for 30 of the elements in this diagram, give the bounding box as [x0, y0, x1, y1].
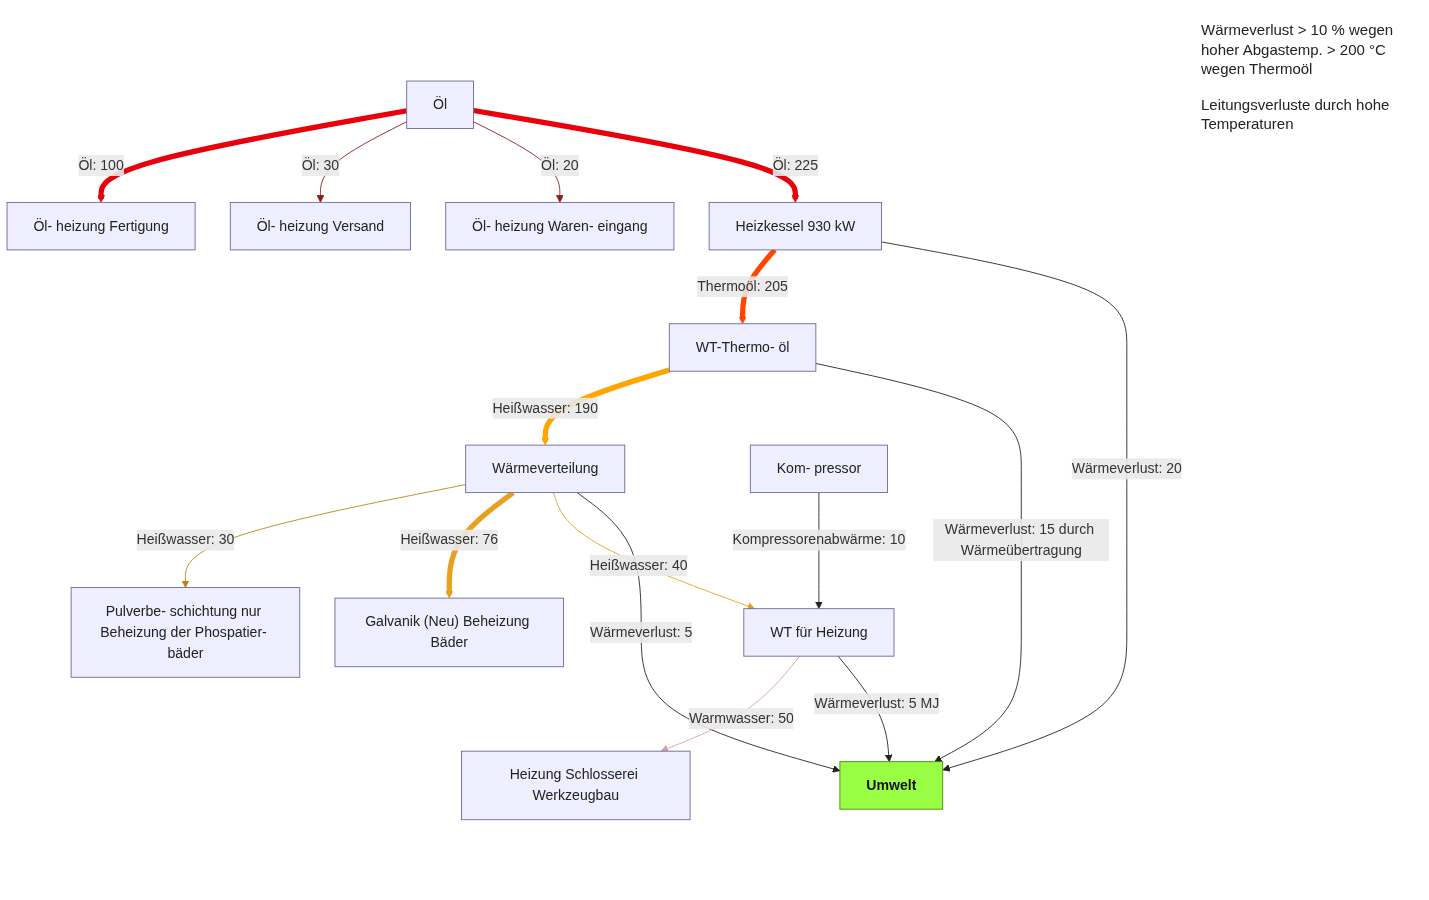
node-box: WT-Thermo- öl	[668, 322, 817, 372]
edge-label: Öl: 225	[772, 157, 819, 173]
edge-label: Wärmeverlust: 5	[589, 624, 693, 640]
node-box: Öl- heizung Versand	[229, 201, 411, 250]
edge-label: Heißwasser: 30	[136, 531, 235, 547]
node-box: Umwelt	[839, 760, 944, 810]
edge-label: Wärmeverlust: 5 MJ	[814, 695, 940, 711]
node-box: Öl- heizung Waren- eingang	[445, 201, 675, 250]
edge-label: Öl: 100	[78, 157, 124, 173]
edge-label: Wärmeverlust: 20	[1071, 460, 1182, 476]
edge-label: Heißwasser: 190	[492, 399, 599, 415]
edge-label: Warmwasser: 50	[688, 710, 794, 726]
node-box: Pulverbe- schichtung nur Beheizung der Phospatier- bäder	[70, 586, 301, 678]
edge-label: Heißwasser: 40	[589, 557, 688, 573]
node-box: Wärmeverteilung	[465, 444, 626, 493]
node-box: Kom- pressor	[749, 444, 888, 493]
node-box: WT für Heizung	[743, 607, 895, 657]
node-box: Galvanik (Neu) Beheizung Bäder	[334, 597, 565, 667]
edge-label: Wärmeverlust: 15 durch Wärmeübertragung	[944, 521, 1095, 558]
node-box: Öl	[406, 80, 474, 129]
note-text: Leitungsverluste durch hohe Temperaturen	[1201, 94, 1391, 134]
node-box: Heizkessel 930 kW	[708, 201, 882, 250]
node-box: Heizung Schlosserei Werkzeugbau	[461, 750, 691, 820]
node-box: Öl- heizung Fertigung	[6, 201, 196, 250]
edge-label: Heißwasser: 76	[400, 531, 499, 547]
note-text: Wärmeverlust > 10 % wegen hoher Abgastemp. > 200 °C wegen Thermoöl	[1201, 20, 1395, 79]
edge-label: Öl: 20	[541, 157, 579, 173]
edge-label: Thermoöl: 205	[697, 278, 788, 294]
edge-label: Kompressorenabwärme: 10	[732, 531, 906, 547]
edge-label: Öl: 30	[301, 157, 340, 173]
